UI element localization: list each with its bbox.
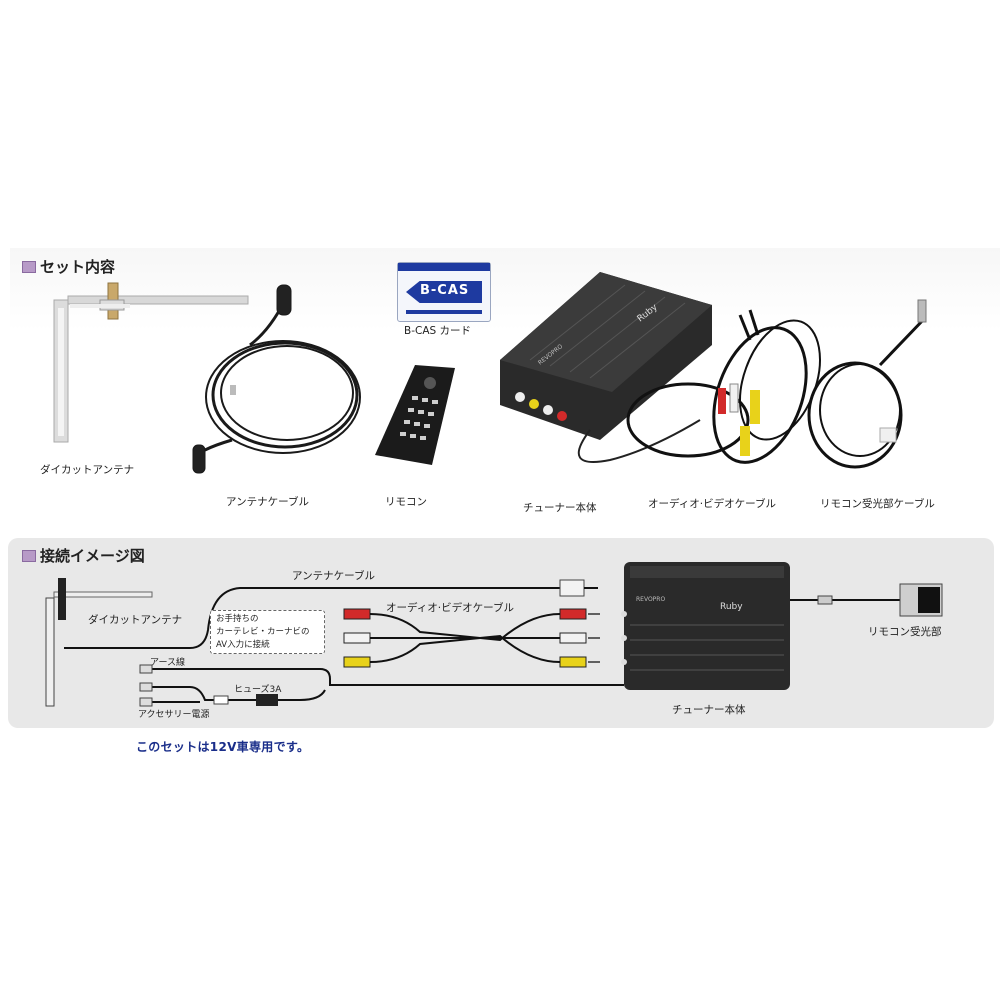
connection-diagram-panel — [8, 538, 994, 728]
set-contents-heading: セット内容 — [22, 256, 115, 277]
heading-square-icon — [22, 549, 36, 562]
label-tuner: チューナー本体 — [523, 502, 597, 514]
remote-control-image — [375, 365, 455, 465]
diagram-label-accessory: アクセサリー電源 — [138, 710, 210, 720]
diagram-antenna — [45, 578, 153, 707]
tuner-image: REVOPRO Ruby — [500, 272, 712, 463]
heading-square-icon — [22, 260, 36, 273]
fuse-icon — [256, 694, 278, 706]
label-remote-receiver-cable: リモコン受光部ケーブル — [820, 498, 935, 510]
connection-heading: 接続イメージ図 — [22, 545, 145, 566]
label-diecut-antenna: ダイカットアンテナ — [40, 464, 135, 476]
12v-only-note: このセットは12V車専用です。 — [136, 740, 310, 754]
av-input-memo: お手持ちの カーテレビ・カーナビの AV入力に接続 — [210, 610, 325, 654]
diagram-rca-right — [559, 608, 587, 668]
diagram-label-diecut-antenna: ダイカットアンテナ — [88, 614, 183, 626]
diagram-remote-receiver — [899, 583, 943, 617]
label-antenna-cable: アンテナケーブル — [226, 496, 309, 508]
diagram-label-ground: アース線 — [150, 658, 186, 668]
diagram-tuner: REVOPRO Ruby — [621, 562, 790, 690]
bcas-card-image: B-CAS — [397, 262, 491, 322]
diagram-label-av-cable: オーディオ·ビデオケーブル — [386, 602, 514, 614]
antenna-connector-icon — [559, 579, 585, 597]
diecut-antenna-image — [53, 282, 249, 443]
antenna-cable-image — [192, 284, 361, 474]
diagram-label-antenna-cable: アンテナケーブル — [292, 570, 375, 582]
label-av-cable: オーディオ·ビデオケーブル — [648, 498, 776, 510]
diagram-power-cable — [150, 668, 624, 703]
label-bcas-card: B-CAS カード — [404, 325, 472, 337]
diagram-label-remote-receiver: リモコン受光部 — [868, 626, 942, 638]
svg-text:Ruby: Ruby — [720, 602, 743, 612]
remote-receiver-cable-image — [807, 299, 927, 469]
diagram-label-fuse: ヒューズ3A — [234, 685, 282, 695]
diagram-av-cable — [369, 613, 561, 663]
svg-text:REVOPRO: REVOPRO — [636, 596, 665, 603]
diagram-label-tuner: チューナー本体 — [672, 704, 746, 716]
diagram-antenna-cable — [64, 587, 562, 649]
label-remote: リモコン — [385, 496, 427, 508]
diagram-rca-left — [343, 608, 371, 668]
